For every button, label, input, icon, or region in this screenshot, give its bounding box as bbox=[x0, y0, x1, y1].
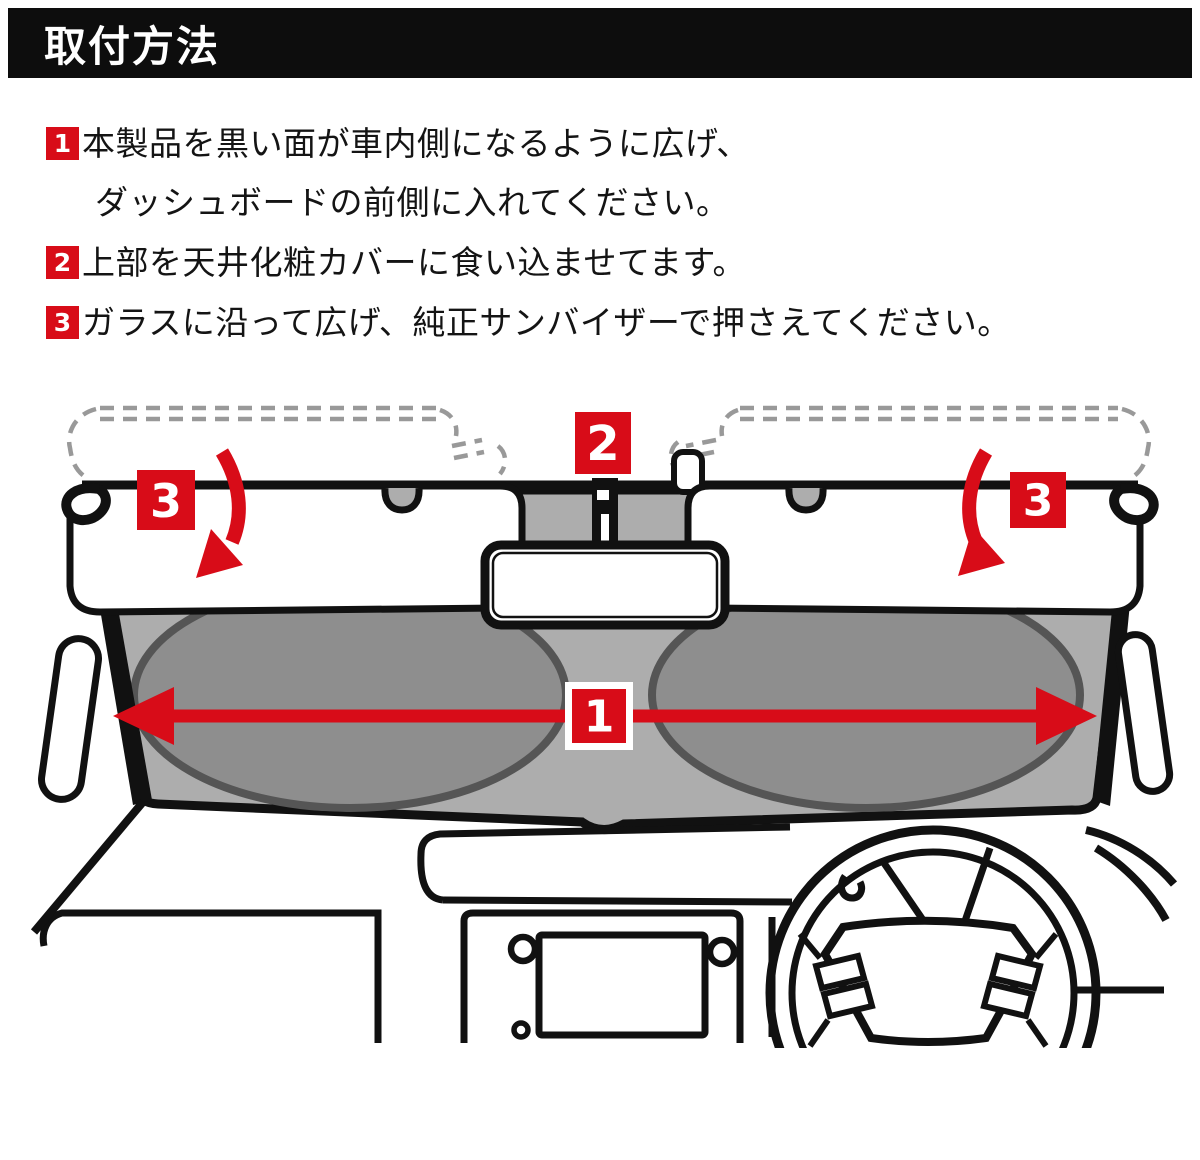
step-badge-1: 1 bbox=[46, 127, 79, 160]
diagram-badge-3-left: 3 bbox=[137, 470, 195, 530]
sun-visor-right bbox=[684, 482, 1144, 616]
step-text-2: 上部を天井化粧カバーに食い込ませてます。 bbox=[82, 243, 747, 282]
rear-view-mirror bbox=[480, 540, 730, 630]
cockpit-clip-group bbox=[765, 825, 1101, 1048]
visor-stowed-outline-left bbox=[66, 405, 508, 478]
infotainment-screen bbox=[535, 931, 709, 1039]
diagram-badge-3-right: 3 bbox=[1010, 472, 1066, 528]
svg-text:1: 1 bbox=[584, 692, 615, 743]
instruction-item-1-line2: ダッシュボードの前側に入れてください。 bbox=[92, 183, 730, 223]
console-knob-left bbox=[507, 933, 539, 965]
header-bar: 取付方法 bbox=[8, 8, 1192, 78]
visor-pivot-left bbox=[61, 483, 111, 525]
installation-diagram: 2 3 3 1 bbox=[0, 386, 1200, 1160]
svg-text:2: 2 bbox=[586, 416, 619, 472]
visor-hinge-tab bbox=[671, 449, 705, 495]
fold-arrow-right bbox=[958, 448, 1005, 576]
instruction-item-3: 3 ガラスに沿って広げ、純正サンバイザーで押さえてください。 bbox=[46, 303, 1011, 343]
grab-handle-left bbox=[38, 635, 102, 803]
fold-arrow-left bbox=[196, 448, 246, 578]
diagram-badge-1: 1 bbox=[565, 682, 633, 750]
instruction-item-2: 2 上部を天井化粧カバーに食い込ませてます。 bbox=[46, 243, 746, 283]
visor-hook-right bbox=[785, 487, 827, 514]
car-interior-illustration: 2 3 3 1 bbox=[30, 405, 1178, 1048]
console-knob-left-small bbox=[511, 1020, 531, 1040]
grab-handle-right bbox=[1114, 631, 1174, 795]
page-title: 取付方法 bbox=[44, 21, 221, 71]
door-lines-right bbox=[1085, 826, 1178, 922]
steering-wheel-rim-inner bbox=[788, 848, 1078, 1048]
visor-pivot-right bbox=[1109, 483, 1159, 525]
instruction-item-1: 1 本製品を黒い面が車内側になるように広げ、 bbox=[46, 124, 750, 164]
visor-stowed-outline-right bbox=[668, 405, 1152, 478]
diagram-badge-2: 2 bbox=[575, 412, 631, 474]
svg-text:3: 3 bbox=[1023, 476, 1054, 527]
console-knob-right bbox=[706, 936, 738, 968]
svg-text:3: 3 bbox=[150, 474, 182, 528]
step-badge-3: 3 bbox=[46, 306, 79, 339]
steering-wheel-hub bbox=[797, 846, 1059, 1048]
center-console-bezel bbox=[460, 909, 744, 1043]
step-text-3: ガラスに沿って広げ、純正サンバイザーで押さえてください。 bbox=[82, 303, 1011, 342]
step-text-1: 本製品を黒い面が車内側になるように広げ、 bbox=[82, 124, 750, 163]
dashboard bbox=[39, 823, 1164, 1043]
step-badge-2: 2 bbox=[46, 246, 79, 279]
mirror-mount bbox=[592, 478, 618, 550]
step-text-1b: ダッシュボードの前側に入れてください。 bbox=[95, 183, 730, 222]
visor-hook-left bbox=[381, 487, 423, 514]
door-line-left bbox=[30, 799, 147, 935]
